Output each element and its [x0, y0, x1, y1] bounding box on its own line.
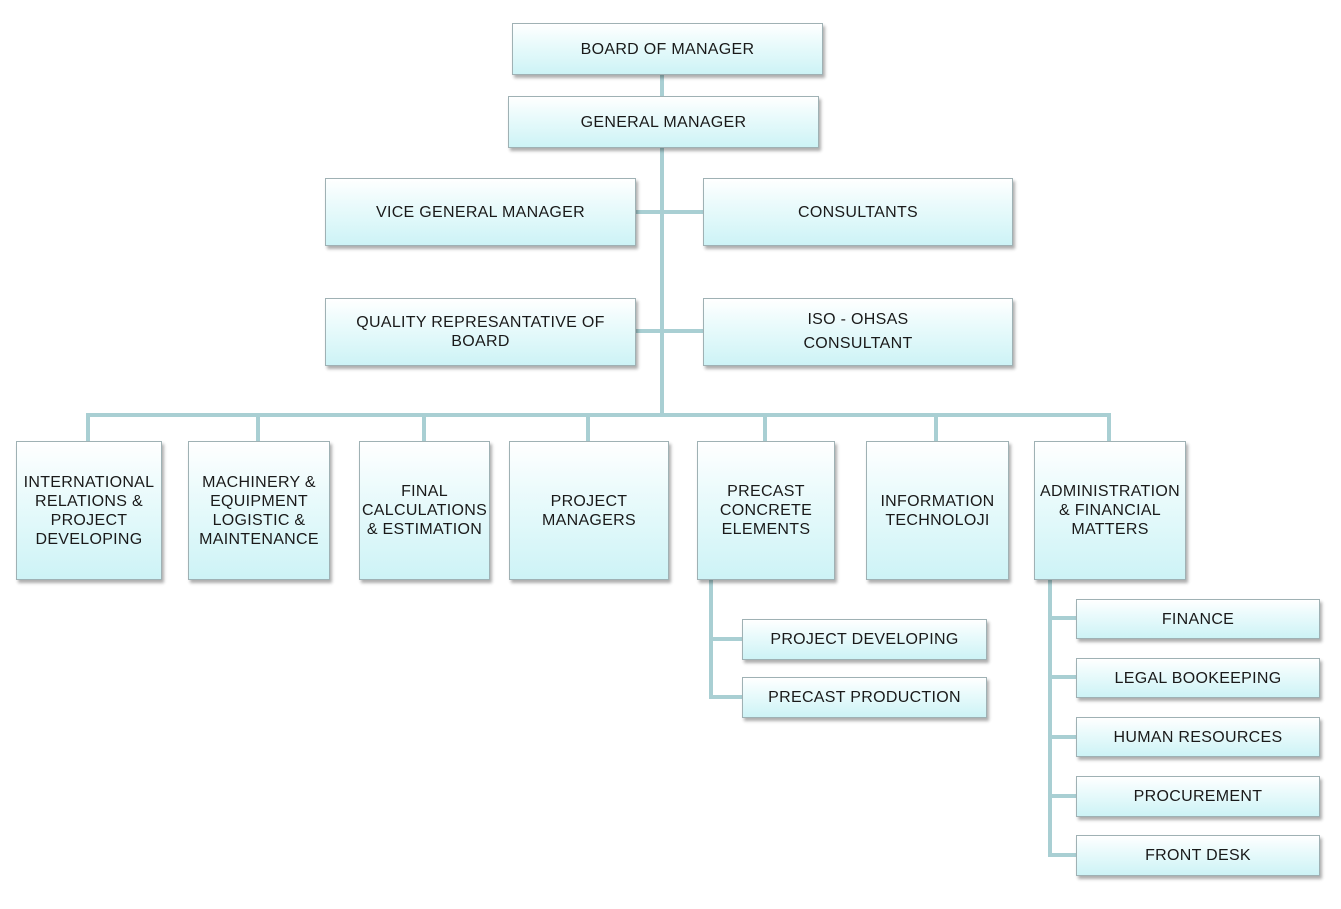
node-final-calculations: FINAL CALCULATIONS & ESTIMATION — [359, 441, 490, 580]
node-label: FINANCE — [1161, 610, 1235, 628]
node-general-manager: GENERAL MANAGER — [508, 96, 819, 148]
node-label: PRECAST CONCRETE ELEMENTS — [719, 483, 813, 538]
node-label: FINAL CALCULATIONS & ESTIMATION — [361, 483, 488, 538]
node-label: HUMAN RESOURCES — [1113, 728, 1283, 746]
node-vice-general-manager: VICE GENERAL MANAGER — [325, 178, 636, 246]
node-label: PROJECT MANAGERS — [542, 492, 636, 529]
node-label: VICE GENERAL MANAGER — [375, 203, 585, 221]
node-label-line1: ISO - OHSAS — [807, 311, 909, 328]
node-label: QUALITY REPRESANTATIVE OF BOARD — [356, 314, 605, 350]
node-label: CONSULTANTS — [797, 203, 919, 221]
node-information-technology: INFORMATION TECHNOLOJI — [866, 441, 1009, 580]
node-human-resources: HUMAN RESOURCES — [1076, 717, 1320, 757]
node-iso-ohsas-consultant: ISO - OHSAS CONSULTANT — [703, 298, 1013, 366]
node-quality-representative: QUALITY REPRESANTATIVE OF BOARD — [325, 298, 636, 366]
node-label: GENERAL MANAGER — [580, 113, 747, 131]
node-label-line2: CONSULTANT — [803, 335, 913, 352]
node-administration-financial: ADMINISTRATION & FINANCIAL MATTERS — [1034, 441, 1186, 580]
node-machinery-equipment: MACHINERY & EQUIPMENT LOGISTIC & MAINTEN… — [188, 441, 330, 580]
node-label: INFORMATION TECHNOLOJI — [880, 492, 995, 529]
node-project-managers: PROJECT MANAGERS — [509, 441, 669, 580]
node-front-desk: FRONT DESK — [1076, 835, 1320, 876]
node-international-relations: INTERNATIONAL RELATIONS & PROJECT DEVELO… — [16, 441, 162, 580]
node-label: ADMINISTRATION & FINANCIAL MATTERS — [1040, 483, 1180, 538]
node-finance: FINANCE — [1076, 599, 1320, 639]
node-label: PRECAST PRODUCTION — [768, 689, 961, 706]
node-legal-bookkeeping: LEGAL BOOKEEPING — [1076, 658, 1320, 698]
node-project-developing: PROJECT DEVELOPING — [742, 619, 987, 660]
node-label: MACHINERY & EQUIPMENT LOGISTIC & MAINTEN… — [199, 473, 319, 548]
node-precast-production: PRECAST PRODUCTION — [742, 677, 987, 718]
node-label: FRONT DESK — [1145, 847, 1251, 864]
node-label: INTERNATIONAL RELATIONS & PROJECT DEVELO… — [23, 473, 155, 548]
node-label: PROCUREMENT — [1133, 788, 1263, 805]
node-procurement: PROCUREMENT — [1076, 776, 1320, 817]
node-label: BOARD OF MANAGER — [580, 40, 755, 58]
node-precast-concrete: PRECAST CONCRETE ELEMENTS — [697, 441, 835, 580]
node-label: LEGAL BOOKEEPING — [1114, 669, 1282, 687]
node-label: PROJECT DEVELOPING — [770, 631, 959, 648]
node-consultants: CONSULTANTS — [703, 178, 1013, 246]
node-board-of-manager: BOARD OF MANAGER — [512, 23, 823, 75]
